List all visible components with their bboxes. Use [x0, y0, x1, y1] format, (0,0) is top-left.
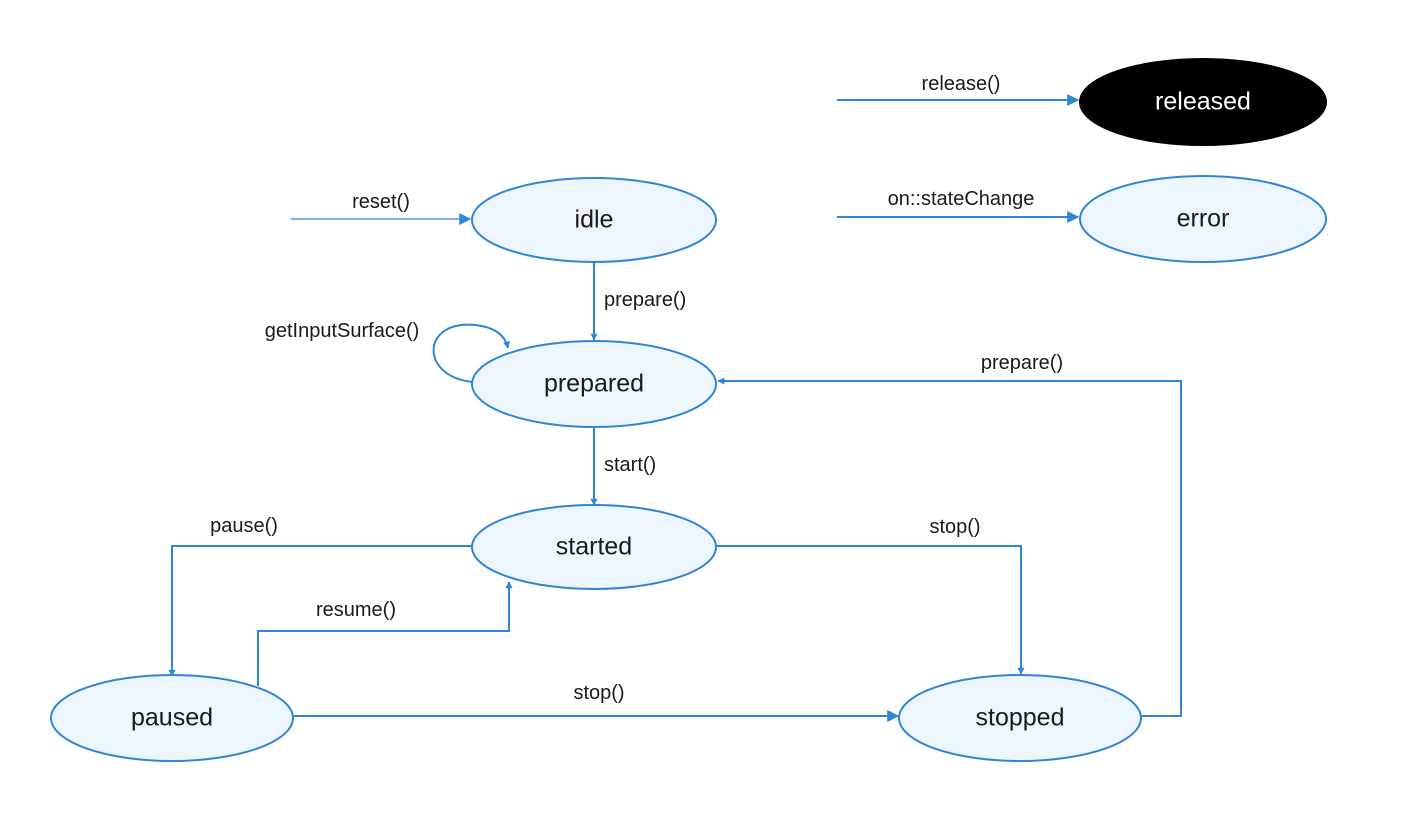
edge-start: start(): [590, 428, 656, 506]
edge-label-get-input-surface: getInputSurface(): [265, 320, 420, 342]
state-released: released: [1079, 58, 1327, 146]
state-started: started: [471, 504, 717, 590]
edge-label-state-change: on::stateChange: [888, 188, 1035, 210]
edge-label-pause: pause(): [210, 515, 278, 537]
edge-release: release(): [837, 73, 1080, 106]
edge-stop-from-started: stop(): [715, 516, 1025, 675]
edge-reset: reset(): [291, 191, 472, 225]
edge-stop-from-paused: stop(): [293, 682, 900, 722]
edge-label-prepare-from-idle: prepare(): [604, 289, 686, 311]
edge-label-prepare-from-stopped: prepare(): [981, 352, 1063, 374]
state-label-prepared: prepared: [544, 370, 644, 398]
state-label-stopped: stopped: [976, 704, 1065, 732]
state-error: error: [1079, 175, 1327, 263]
edge-label-stop-from-paused: stop(): [573, 682, 624, 704]
edge-resume: resume(): [257, 581, 513, 686]
state-label-idle: idle: [575, 206, 614, 234]
state-idle: idle: [471, 177, 717, 263]
state-paused: paused: [50, 674, 294, 762]
edge-pause: pause(): [168, 515, 474, 677]
state-prepared: prepared: [471, 340, 717, 428]
edge-prepare-from-idle: prepare(): [590, 262, 686, 341]
state-label-started: started: [556, 533, 632, 561]
edge-label-reset: reset(): [352, 191, 410, 213]
state-label-error: error: [1177, 205, 1230, 233]
edge-label-release: release(): [922, 73, 1001, 95]
edge-get-input-surface: getInputSurface(): [265, 320, 510, 383]
state-stopped: stopped: [898, 674, 1142, 762]
edge-label-start: start(): [604, 454, 656, 476]
edge-prepare-from-stopped: prepare(): [717, 352, 1182, 717]
state-label-released: released: [1155, 88, 1251, 116]
edge-label-stop-from-started: stop(): [929, 516, 980, 538]
edge-label-resume: resume(): [316, 599, 396, 621]
state-label-paused: paused: [131, 704, 213, 732]
edge-state-change: on::stateChange: [837, 188, 1080, 223]
